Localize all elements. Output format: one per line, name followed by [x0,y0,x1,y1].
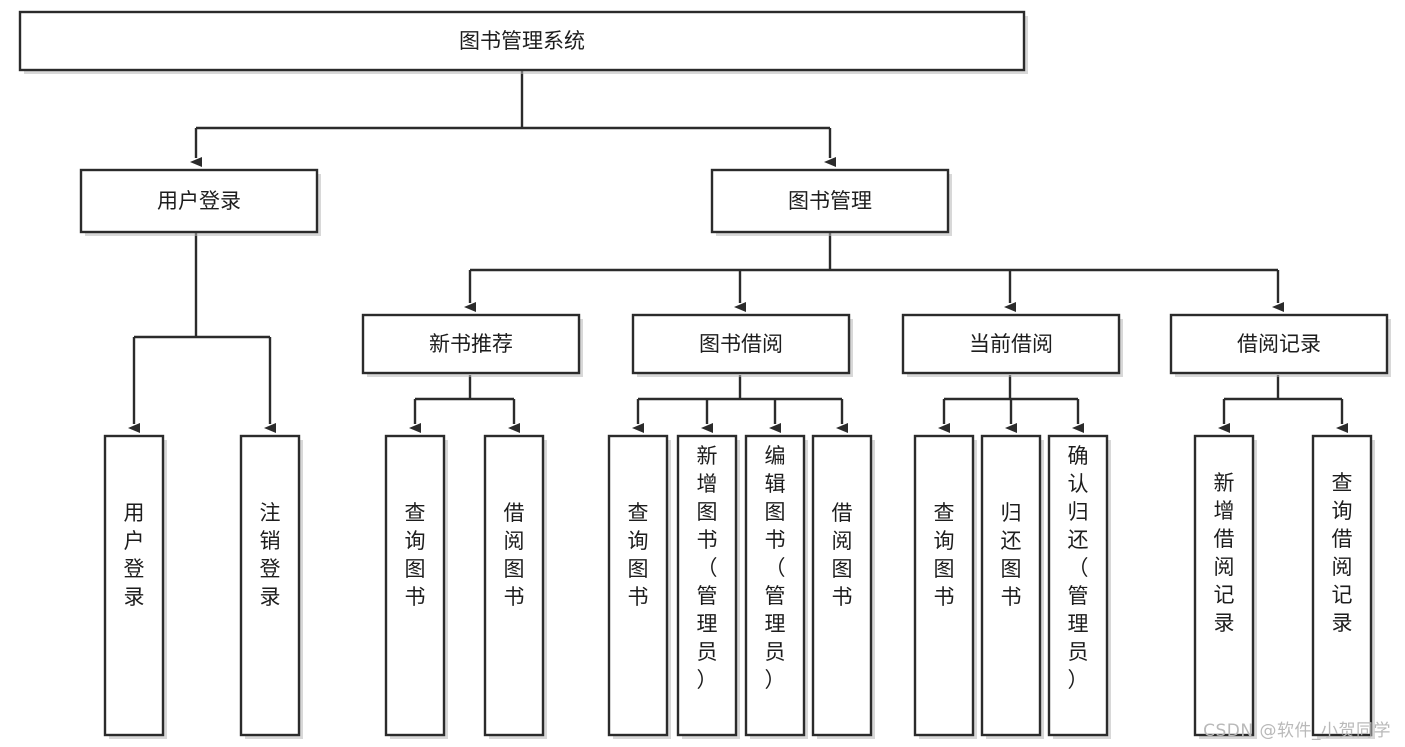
node-book-borrow-label: 图书借阅 [699,332,783,356]
leaf-current-borrow-2-label: 归还图书 [1001,501,1022,609]
leaf-new-book-1-box [384,434,446,737]
node-current-borrow[interactable]: 当前借阅 [901,313,1123,377]
leaf-new-book-2[interactable]: 借阅图书 [483,434,547,739]
node-book-manage[interactable]: 图书管理 [710,168,952,236]
leaf-user-login-1[interactable]: 用户登录 [103,434,167,739]
leaf-book-borrow-2-label: 新增图书（管理员） [697,444,718,692]
leaf-user-login-2-box [239,434,301,737]
leaf-current-borrow-2-box [980,434,1042,737]
node-user-login-label: 用户登录 [157,189,241,213]
node-book-borrow-box [631,313,851,375]
leaf-book-borrow-1[interactable]: 查询图书 [607,434,671,739]
node-borrow-record-box [1169,313,1389,375]
node-root-box [18,10,1026,72]
node-book-manage-box [710,168,950,234]
leaf-current-borrow-3-box [1047,434,1109,737]
csdn-watermark: CSDN @软件_小贺同学 [1203,721,1391,741]
node-new-book-rec-label: 新书推荐 [429,332,513,356]
connector-layer [128,70,1348,433]
node-borrow-record[interactable]: 借阅记录 [1169,313,1391,377]
leaf-new-book-2-box [483,434,545,737]
leaf-current-borrow-2[interactable]: 归还图书 [980,434,1044,739]
leaf-book-borrow-3[interactable]: 编辑图书（管理员） [744,434,808,739]
leaf-book-borrow-4-label: 借阅图书 [832,501,853,609]
node-borrow-record-label: 借阅记录 [1237,332,1321,356]
node-root-label: 图书管理系统 [459,29,585,53]
leaf-current-borrow-1-box [913,434,975,737]
leaf-current-borrow-3-label: 确认归还（管理员） [1068,444,1089,692]
leaf-borrow-record-2[interactable]: 查询借阅记录 [1311,434,1375,739]
leaf-borrow-record-1-label: 新增借阅记录 [1214,471,1235,635]
node-current-borrow-label: 当前借阅 [969,332,1053,356]
leaf-book-borrow-1-label: 查询图书 [628,501,649,609]
node-new-book-rec-box [361,313,581,375]
leaf-borrow-record-2-box [1311,434,1373,737]
node-root[interactable]: 图书管理系统 [18,10,1028,74]
leaf-user-login-1-box [103,434,165,737]
node-user-login[interactable]: 用户登录 [79,168,321,236]
leaf-user-login-2[interactable]: 注销登录 [239,434,303,739]
node-user-login-box [79,168,319,234]
leaf-book-borrow-2-box [676,434,738,737]
leaf-new-book-1[interactable]: 查询图书 [384,434,448,739]
leaf-book-borrow-3-box [744,434,806,737]
leaf-book-borrow-1-box [607,434,669,737]
node-current-borrow-box [901,313,1121,375]
leaf-book-borrow-4[interactable]: 借阅图书 [811,434,875,739]
leaf-current-borrow-1-label: 查询图书 [934,501,955,609]
leaf-book-borrow-3-label: 编辑图书（管理员） [765,444,786,692]
leaf-new-book-2-label: 借阅图书 [504,501,525,609]
leaf-borrow-record-2-label: 查询借阅记录 [1332,471,1353,635]
leaf-new-book-1-label: 查询图书 [405,501,426,609]
leaf-book-borrow-2[interactable]: 新增图书（管理员） [676,434,740,739]
leaf-current-borrow-3[interactable]: 确认归还（管理员） [1047,434,1111,739]
node-new-book-rec[interactable]: 新书推荐 [361,313,583,377]
leaf-book-borrow-4-box [811,434,873,737]
leaf-user-login-2-label: 注销登录 [260,501,281,609]
node-book-borrow[interactable]: 图书借阅 [631,313,853,377]
leaf-user-login-1-label: 用户登录 [124,501,145,609]
node-book-manage-label: 图书管理 [788,189,872,213]
leaf-current-borrow-1[interactable]: 查询图书 [913,434,977,739]
leaf-borrow-record-1-box [1193,434,1255,737]
leaf-borrow-record-1[interactable]: 新增借阅记录 [1193,434,1257,739]
